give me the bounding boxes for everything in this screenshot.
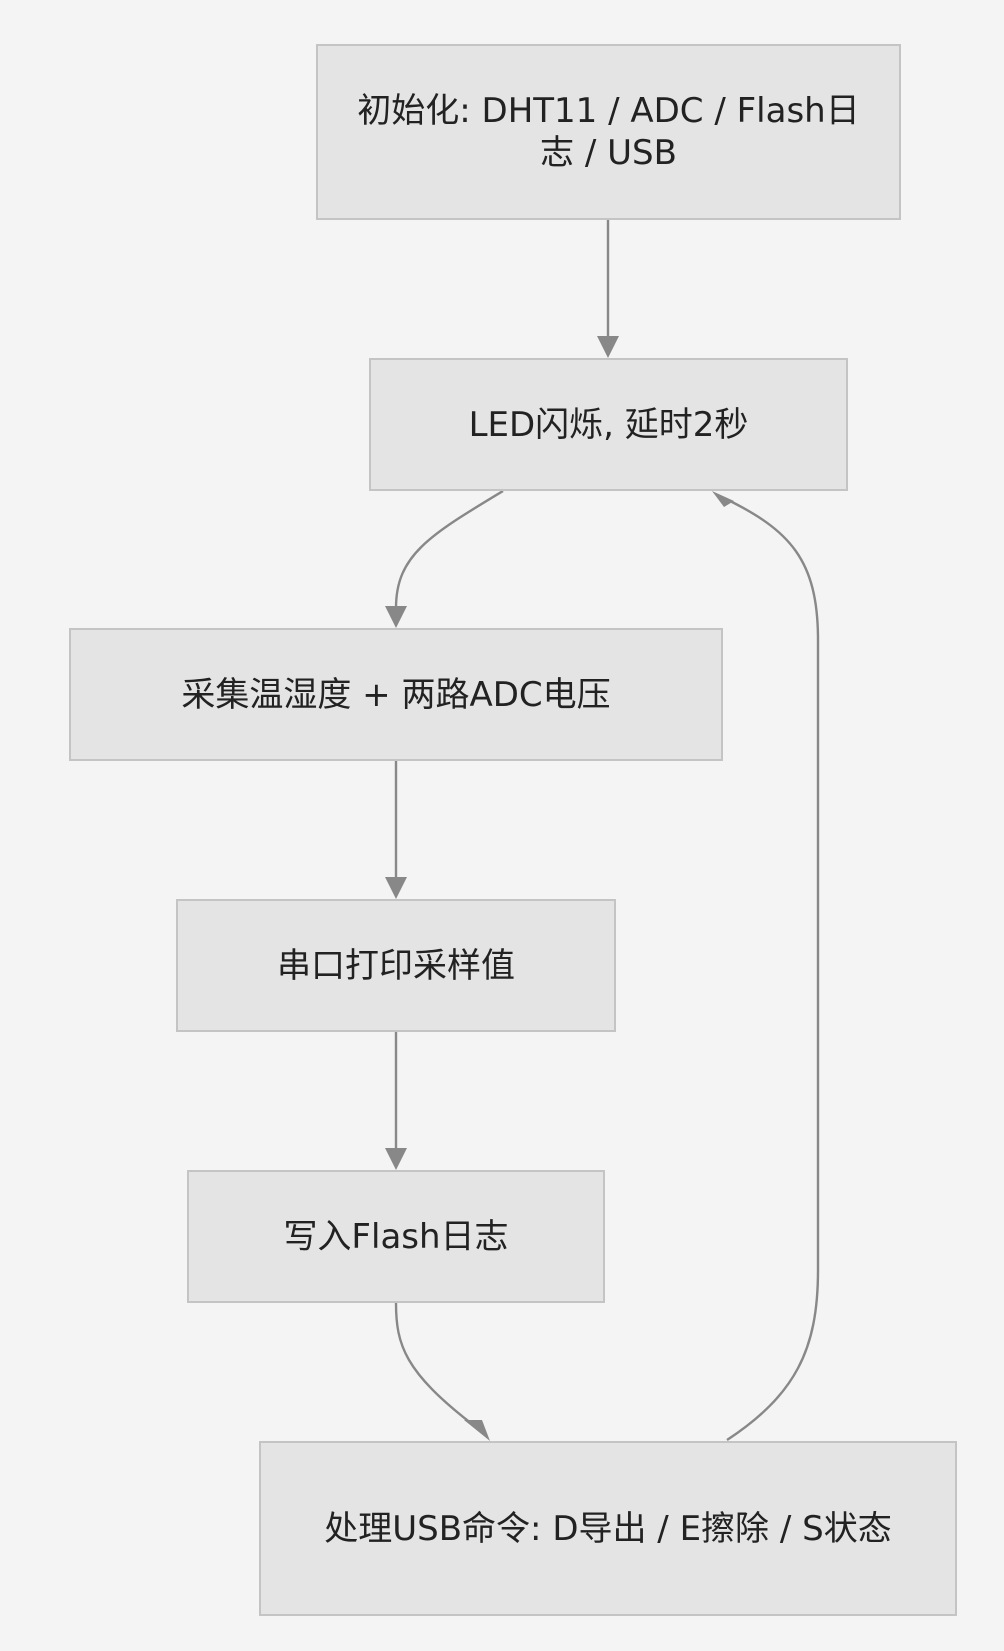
node-sample: 采集温湿度 + 两路ADC电压 [69, 628, 723, 761]
node-usb-label: 处理USB命令: D导出 / E擦除 / S状态 [324, 1508, 892, 1549]
node-led: LED闪烁, 延时2秒 [369, 358, 848, 491]
arrowhead-usb-to-led [712, 491, 734, 507]
arrowhead-print-to-log [385, 1148, 407, 1170]
node-usb: 处理USB命令: D导出 / E擦除 / S状态 [259, 1441, 957, 1616]
node-print-label: 串口打印采样值 [277, 945, 515, 986]
edge-log-to-usb [394, 1302, 473, 1425]
edge-usb-to-led [723, 496, 820, 1442]
node-sample-label: 采集温湿度 + 两路ADC电压 [181, 674, 611, 715]
arrowhead-log-to-usb [464, 1420, 490, 1441]
node-log-label: 写入Flash日志 [283, 1216, 509, 1257]
node-log: 写入Flash日志 [187, 1170, 605, 1303]
node-led-label: LED闪烁, 延时2秒 [468, 404, 749, 445]
node-init: 初始化: DHT11 / ADC / Flash日志 / USB [316, 44, 901, 220]
edge-led-to-sample [394, 489, 504, 609]
node-print: 串口打印采样值 [176, 899, 616, 1032]
arrowhead-sample-to-print [385, 877, 407, 899]
arrowhead-led-to-sample [385, 606, 407, 628]
node-init-label: 初始化: DHT11 / ADC / Flash日志 / USB [357, 91, 860, 173]
arrowhead-init-to-led [597, 336, 619, 358]
